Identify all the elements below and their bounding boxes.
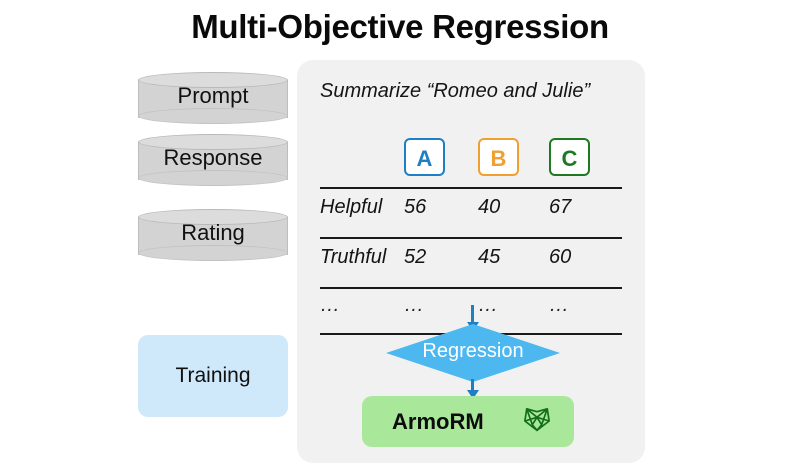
table-rule bbox=[320, 237, 622, 239]
regression-label: Regression bbox=[422, 340, 524, 362]
row-value-c: 67 bbox=[549, 196, 572, 218]
datastore-response: Response bbox=[138, 134, 288, 186]
row-value-b: 40 bbox=[478, 196, 501, 218]
datastore-prompt: Prompt bbox=[138, 72, 288, 124]
cylinder-bottom-ellipse bbox=[138, 170, 288, 186]
option-badge-a-label: A bbox=[416, 146, 433, 171]
row-objective-label: … bbox=[320, 294, 341, 316]
prompt-text: Summarize “Romeo and Julie” bbox=[320, 80, 591, 102]
row-objective-label: Truthful bbox=[320, 246, 387, 268]
armorm-result-box: ArmoRM bbox=[362, 396, 574, 447]
option-badge-b-label: B bbox=[490, 146, 507, 171]
row-value-a: 52 bbox=[404, 246, 427, 268]
option-badge-c-label: C bbox=[561, 146, 578, 171]
table-rule bbox=[320, 287, 622, 289]
table-row: Truthful 52 45 60 bbox=[297, 244, 645, 284]
option-badge-a: A bbox=[404, 138, 445, 176]
row-value-c: 60 bbox=[549, 246, 572, 268]
option-badge-c: C bbox=[549, 138, 590, 176]
cylinder-bottom-ellipse bbox=[138, 108, 288, 124]
page-title: Multi-Objective Regression bbox=[191, 8, 609, 45]
row-value-a: … bbox=[404, 294, 425, 316]
row-objective-label: Helpful bbox=[320, 196, 383, 218]
row-value-c: … bbox=[549, 294, 570, 316]
arrow-down-to-regression bbox=[466, 305, 479, 331]
row-value-b: 45 bbox=[478, 246, 501, 268]
option-badge-b: B bbox=[478, 138, 519, 176]
row-value-b: … bbox=[478, 294, 499, 316]
training-box: Training bbox=[138, 335, 288, 417]
armor-shield-icon bbox=[522, 407, 552, 435]
cylinder-top-ellipse bbox=[138, 72, 288, 88]
cylinder-bottom-ellipse bbox=[138, 245, 288, 261]
training-label: Training bbox=[175, 364, 251, 387]
arrow-down-to-result bbox=[466, 379, 479, 399]
row-value-a: 56 bbox=[404, 196, 427, 218]
table-row-ellipsis: … … … … bbox=[297, 292, 645, 332]
cylinder-top-ellipse bbox=[138, 209, 288, 225]
table-row: Helpful 56 40 67 bbox=[297, 194, 645, 234]
datastore-label-prompt: Prompt bbox=[177, 83, 249, 108]
datastore-label-rating: Rating bbox=[181, 220, 245, 245]
armorm-label: ArmoRM bbox=[392, 409, 484, 434]
cylinder-top-ellipse bbox=[138, 134, 288, 150]
regression-node: Regression bbox=[386, 324, 560, 382]
datastore-label-response: Response bbox=[163, 145, 263, 170]
datastore-rating: Rating bbox=[138, 209, 288, 261]
table-rule bbox=[320, 187, 622, 189]
